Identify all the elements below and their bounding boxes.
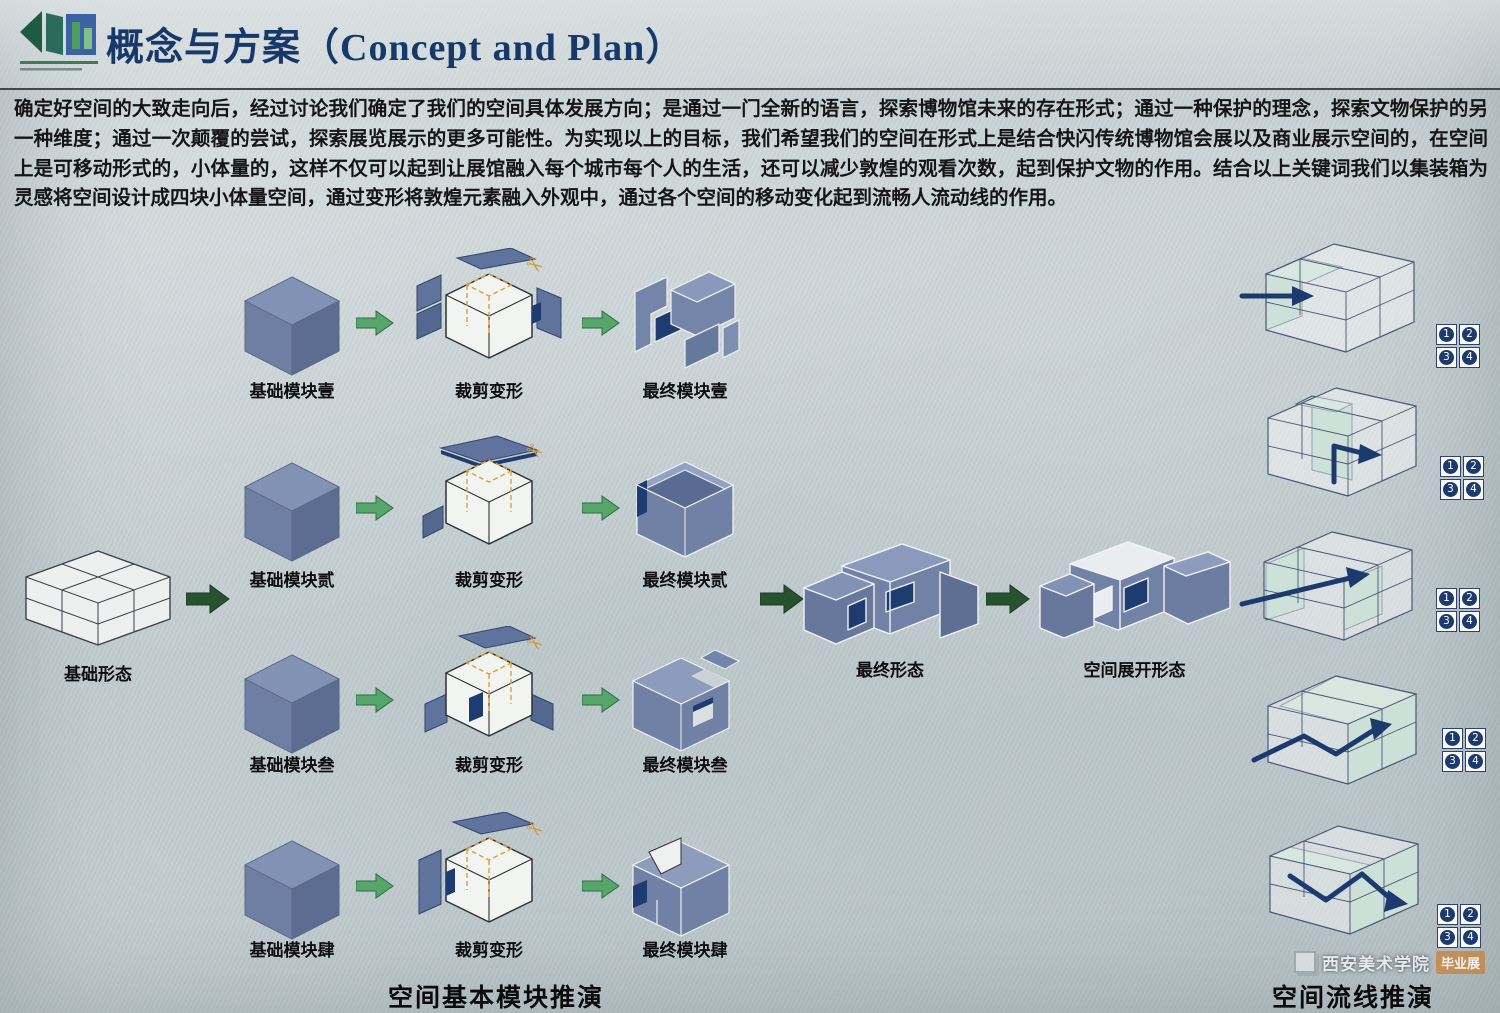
- arrow-right-icon: [760, 584, 804, 614]
- arrow-right-icon: [582, 495, 620, 521]
- badge-number: 2: [1466, 459, 1481, 474]
- arrow-right-icon: [356, 873, 394, 899]
- cut-transform-figure: ✂: [422, 435, 548, 545]
- base-module-label: 基础模块肆: [249, 941, 335, 960]
- header: 概念与方案（Concept and Plan）: [0, 0, 1500, 90]
- badge-number: 4: [1468, 754, 1483, 769]
- badge-number: 1: [1439, 591, 1454, 606]
- cut-transform-figure: ✂: [416, 248, 562, 359]
- base-module-label: 基础模块贰: [249, 571, 335, 590]
- caption-circulation: 空间流线推演: [1271, 985, 1434, 1012]
- intro-paragraph: 确定好空间的大致走向后，经过讨论我们确定了我们的空间具体发展方向；是通过一门全新…: [14, 99, 1488, 210]
- final-module-label: 最终模块贰: [642, 571, 728, 590]
- badge-number: 1: [1439, 327, 1454, 342]
- final-form-label: 最终形态: [856, 661, 924, 680]
- arrow-right-icon: [582, 687, 620, 713]
- badge-number: 1: [1440, 907, 1455, 922]
- cut-transform-label: 裁剪变形: [455, 756, 523, 775]
- badge-number: 2: [1463, 907, 1478, 922]
- caption-modules: 空间基本模块推演: [387, 985, 604, 1012]
- badge-number: 1: [1443, 459, 1458, 474]
- arrow-right-icon: [582, 873, 620, 899]
- cut-transform-figure: ✂: [418, 812, 547, 923]
- module-number-badge: 1 2 3 4: [1440, 456, 1484, 500]
- logo: [20, 11, 98, 71]
- final-module-figure: [631, 649, 741, 752]
- circulation-diagram: [1267, 387, 1417, 497]
- watermark-badge: 毕业展: [1436, 950, 1486, 974]
- cut-transform-figure: ✂: [424, 626, 554, 737]
- module-number-badge: 1 2 3 4: [1436, 324, 1480, 368]
- watermark-school-text: 西安美术学院: [1322, 954, 1430, 974]
- base-module-label: 基础模块叁: [249, 756, 335, 775]
- base-form-label: 基础形态: [64, 665, 132, 684]
- badge-number: 4: [1462, 350, 1477, 365]
- unfolded-form-label: 空间展开形态: [1083, 661, 1186, 680]
- final-form-figure: [803, 543, 979, 645]
- base-module-label: 基础模块壹: [249, 382, 335, 401]
- watermark: 西安美术学院 毕业展: [1294, 948, 1486, 976]
- watermark-logo-icon: [1294, 951, 1316, 973]
- final-module-label: 最终模块肆: [642, 941, 728, 960]
- unfolded-form-figure: [1039, 541, 1231, 639]
- cut-transform-label: 裁剪变形: [455, 571, 523, 590]
- page-title: 概念与方案（Concept and Plan）: [106, 27, 685, 69]
- arrow-right-icon: [186, 584, 230, 614]
- module-number-badge: 1 2 3 4: [1437, 904, 1481, 948]
- final-module-label: 最终模块叁: [642, 756, 728, 775]
- base-module-figure: [244, 654, 340, 754]
- badge-number: 2: [1462, 591, 1477, 606]
- arrow-right-icon: [356, 310, 394, 336]
- badge-number: 4: [1466, 482, 1481, 497]
- badge-number: 3: [1439, 614, 1454, 629]
- circulation-diagram: [1239, 243, 1415, 353]
- badge-number: 2: [1462, 327, 1477, 342]
- final-module-figure: [631, 837, 731, 937]
- module-number-badge: 1 2 3 4: [1436, 588, 1480, 632]
- badge-number: 2: [1468, 731, 1483, 746]
- circulation-diagram: [1268, 825, 1419, 935]
- arrow-right-icon: [356, 687, 394, 713]
- badge-number: 4: [1462, 614, 1477, 629]
- final-module-figure: [634, 271, 740, 369]
- final-module-label: 最终模块壹: [642, 382, 728, 401]
- base-module-figure: [244, 840, 340, 940]
- base-form-figure: [25, 550, 171, 646]
- badge-number: 3: [1443, 482, 1458, 497]
- badge-number: 3: [1445, 754, 1460, 769]
- circulation-diagram: [1239, 531, 1413, 641]
- badge-number: 3: [1439, 350, 1454, 365]
- badge-number: 3: [1440, 930, 1455, 945]
- circulation-diagram: [1251, 675, 1418, 785]
- cut-transform-label: 裁剪变形: [455, 382, 523, 401]
- badge-number: 4: [1463, 930, 1478, 945]
- cut-transform-label: 裁剪变形: [455, 941, 523, 960]
- base-module-figure: [244, 462, 340, 562]
- module-number-badge: 1 2 3 4: [1442, 728, 1486, 772]
- arrow-right-icon: [356, 495, 394, 521]
- badge-number: 1: [1445, 731, 1460, 746]
- arrow-right-icon: [582, 310, 620, 336]
- base-module-figure: [244, 276, 340, 376]
- final-module-figure: [635, 461, 735, 558]
- scissors-icon: ✂: [521, 438, 548, 466]
- arrow-right-icon: [986, 584, 1030, 614]
